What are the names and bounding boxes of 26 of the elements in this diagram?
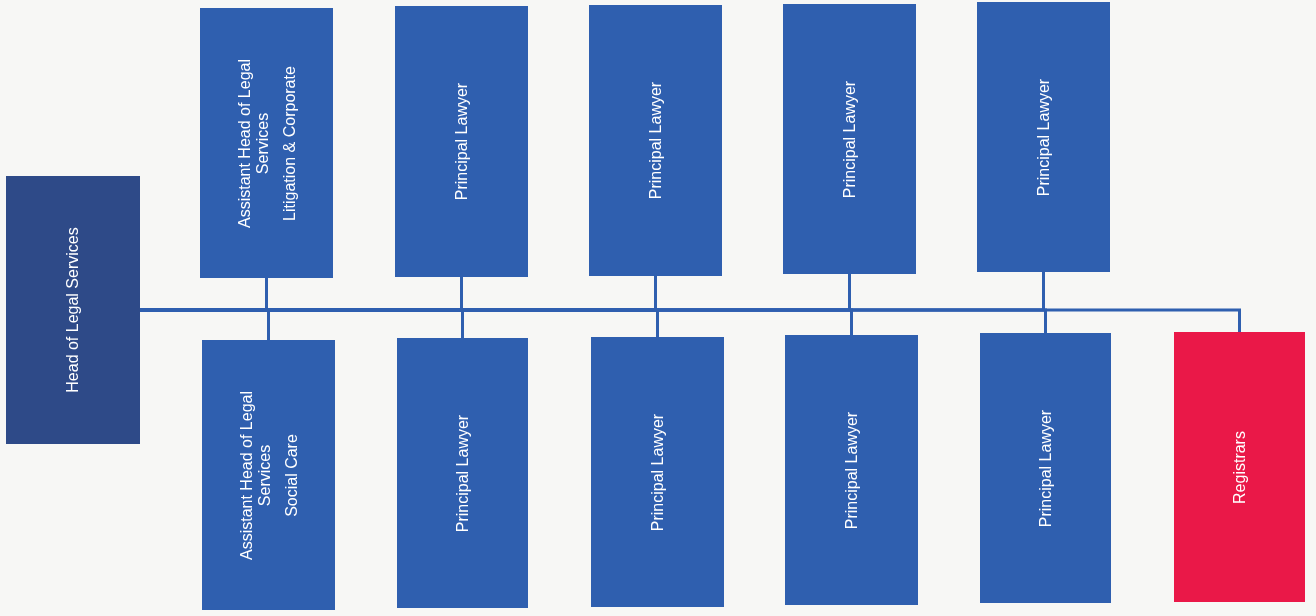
role-title: Assistant Head of Legal Services: [234, 57, 272, 230]
role-title: Principal Lawyer: [646, 81, 665, 200]
role-box: [397, 338, 528, 608]
role-box: [202, 340, 335, 610]
role-title: Social Care: [281, 433, 300, 517]
role-box: [200, 8, 333, 278]
role-title: Litigation & Corporate: [279, 65, 299, 221]
role-title: Principal Lawyer: [648, 413, 667, 531]
role-box: [980, 333, 1111, 603]
role-title: Registrars: [1230, 430, 1249, 504]
role-title: Principal Lawyer: [453, 414, 472, 532]
role-title: Head of Legal Services: [63, 227, 82, 393]
role-box: [589, 5, 722, 276]
role-title: Principal Lawyer: [840, 80, 859, 198]
role-box: [591, 337, 724, 607]
role-box: [783, 4, 916, 274]
role-title: Principal Lawyer: [1036, 409, 1055, 527]
role-box: [395, 6, 528, 277]
role-box: [6, 176, 140, 444]
role-title: Assistant Head of Legal Services: [236, 389, 274, 562]
role-box: [977, 2, 1110, 272]
role-title: Principal Lawyer: [842, 411, 861, 529]
role-title: Principal Lawyer: [1034, 78, 1053, 196]
role-box: [1174, 332, 1305, 602]
role-box: [785, 335, 918, 605]
role-title: Principal Lawyer: [452, 82, 471, 201]
